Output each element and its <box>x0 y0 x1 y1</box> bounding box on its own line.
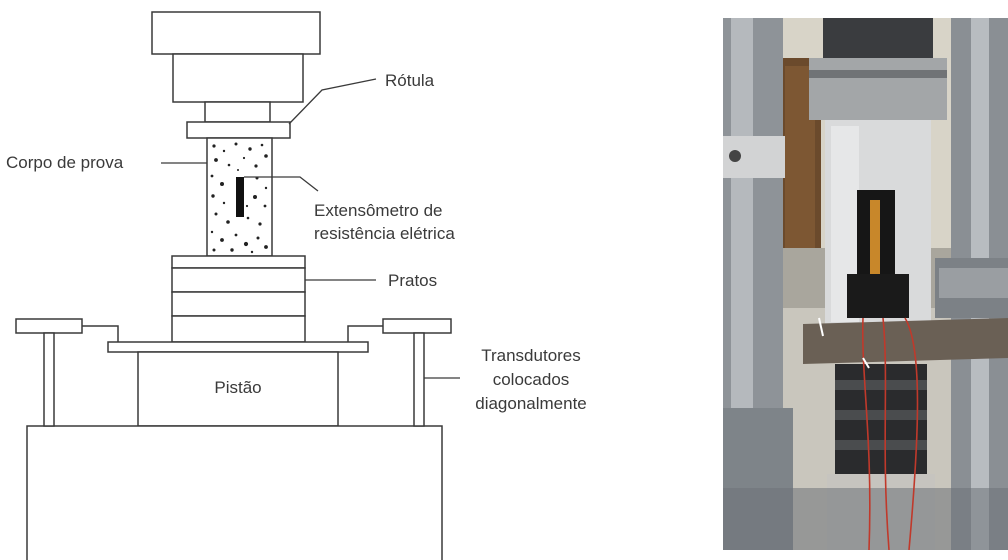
platen-4 <box>171 315 306 343</box>
hinge-plate <box>186 121 291 139</box>
leader-rotula <box>288 78 377 125</box>
right-transducer-head <box>382 318 452 334</box>
label-extensometro-line1: Extensômetro de <box>314 201 443 220</box>
label-rotula: Rótula <box>385 71 435 90</box>
platen-2 <box>171 267 306 293</box>
upper-crosshead-body <box>172 53 304 103</box>
lower-plate <box>803 318 1008 364</box>
right-transducer-arm <box>347 325 383 342</box>
platen-1 <box>171 255 306 269</box>
loading-table <box>107 341 369 353</box>
left-transducer-rod <box>43 332 55 427</box>
strain-gauge <box>236 177 244 217</box>
label-extensometro-line2: resistência elétrica <box>314 224 455 243</box>
label-transdutores-line2: colocados <box>493 370 570 389</box>
upper-neck <box>204 101 271 123</box>
right-transducer-rod <box>413 332 425 427</box>
label-corpo-de-prova: Corpo de prova <box>6 153 124 172</box>
test-setup-photograph <box>723 18 1008 550</box>
specimen-aggregate-pattern <box>210 142 268 254</box>
upper-crosshead <box>151 11 321 55</box>
platen-3 <box>171 291 306 317</box>
label-transdutores-line3: diagonalmente <box>475 394 587 413</box>
upper-platen <box>823 18 933 58</box>
leader-extensometro <box>244 176 319 192</box>
left-transducer-head <box>15 318 83 334</box>
label-pratos: Pratos <box>388 271 437 290</box>
left-transducer-arm <box>82 325 119 342</box>
test-setup-diagram: Rótula Corpo de prova Extensômetro de re… <box>6 11 587 560</box>
machine-base <box>26 425 443 560</box>
label-transdutores-line1: Transdutores <box>481 346 581 365</box>
label-pistao: Pistão <box>214 378 261 397</box>
gauge-wires <box>861 317 919 550</box>
piston <box>137 351 339 427</box>
